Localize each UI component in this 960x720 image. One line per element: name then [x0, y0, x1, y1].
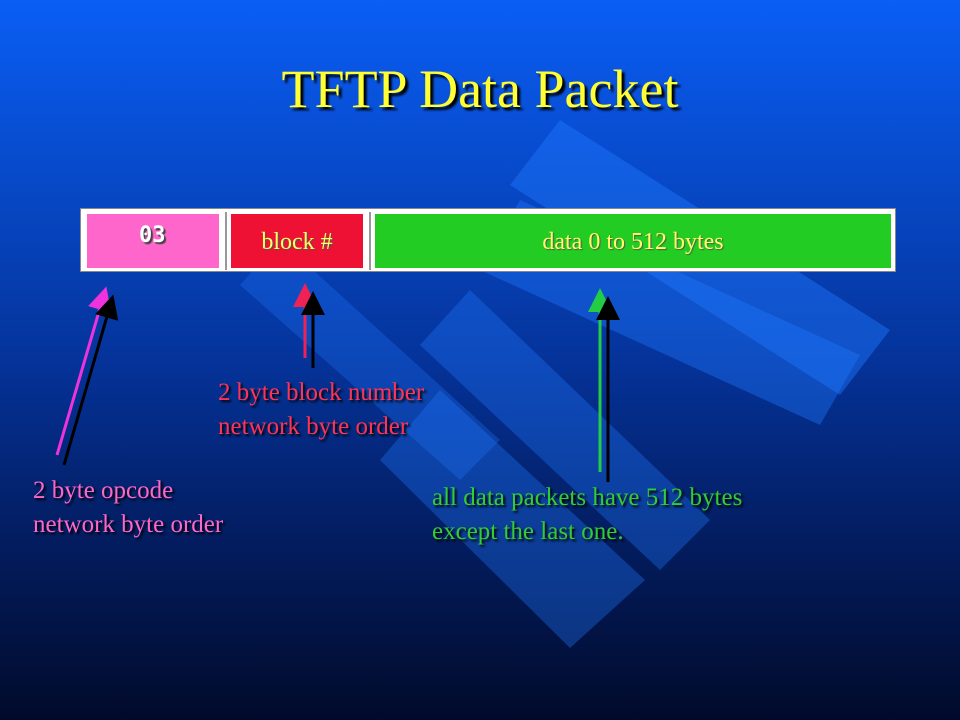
opcode-annotation-line1: 2 byte opcode [33, 477, 174, 504]
data-annotation-line1: all data packets have 512 bytes [432, 484, 743, 511]
field-divider [369, 212, 371, 270]
data-annotation-line2: except the last one. [432, 518, 624, 545]
field-divider [225, 212, 227, 270]
block-annotation-line2: network byte order [218, 413, 409, 440]
opcode-field: 03 [87, 214, 219, 268]
opcode-arrow-pink [55, 286, 112, 456]
block-annotation-line1: 2 byte block number [218, 379, 425, 406]
block-number-annotation: 2 byte block number network byte order [218, 376, 424, 444]
data-field: data 0 to 512 bytes [375, 214, 891, 268]
opcode-arrow-black [62, 294, 119, 466]
block-number-field: block # [231, 214, 363, 268]
slide-title: TFTP Data Packet [281, 59, 679, 119]
data-annotation: all data packets have 512 bytes except t… [432, 481, 742, 549]
opcode-annotation-line2: network byte order [33, 511, 224, 538]
chevron-stripe [380, 390, 645, 648]
chevron-stripe [420, 290, 710, 570]
packet-diagram: 03 block # data 0 to 512 bytes [80, 208, 896, 272]
opcode-annotation: 2 byte opcode network byte order [33, 474, 223, 542]
